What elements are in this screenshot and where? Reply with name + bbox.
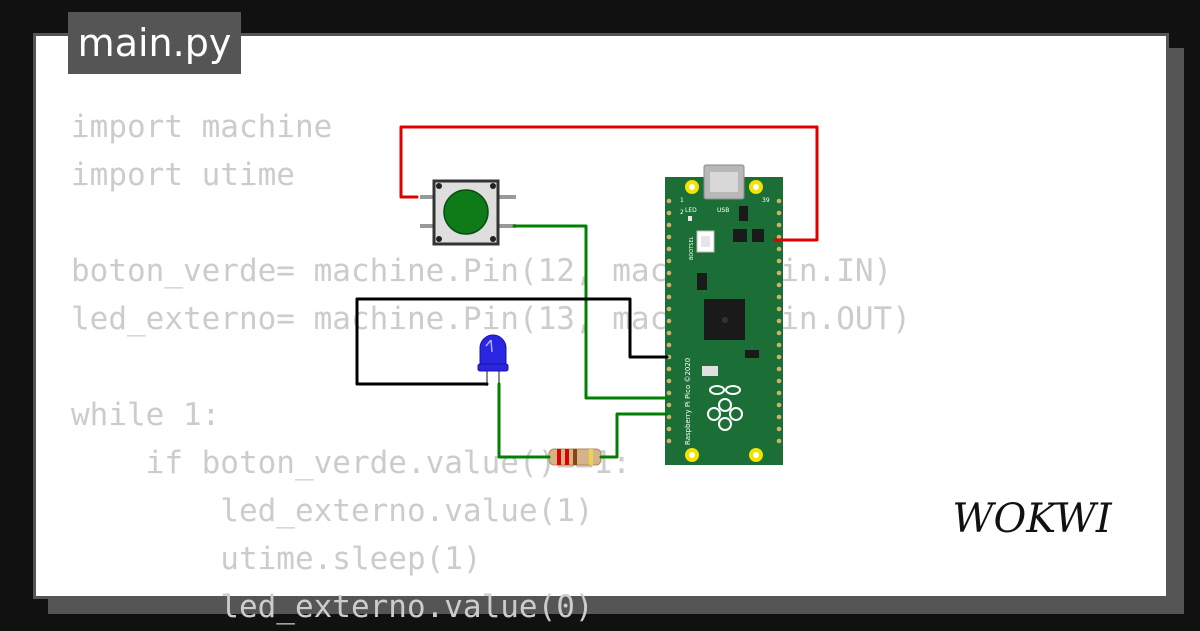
blue-led[interactable] bbox=[477, 334, 509, 386]
wires bbox=[355, 125, 819, 459]
resistor[interactable] bbox=[548, 448, 602, 466]
raspberry-logo-icon bbox=[707, 385, 743, 431]
file-tab[interactable]: main.py bbox=[68, 12, 241, 74]
code-line: led_externo= machine.Pin(13, machine.Pin… bbox=[71, 301, 911, 337]
code-line: led_externo.value(0) bbox=[71, 589, 594, 625]
code-line: utime.sleep(1) bbox=[71, 541, 482, 577]
led-label: LED bbox=[685, 207, 697, 214]
bootsel-label: BOOTSEL bbox=[689, 236, 695, 260]
code-line: import machine bbox=[71, 109, 333, 145]
pin-39-label: 39 bbox=[762, 197, 770, 204]
green-wire-button[interactable] bbox=[512, 224, 669, 400]
pin-row-left bbox=[666, 198, 672, 444]
code-line: led_externo.value(1) bbox=[71, 493, 594, 529]
green-wire-resistor[interactable] bbox=[599, 412, 669, 459]
button-cap[interactable] bbox=[443, 189, 489, 235]
pin-1-label: 1 bbox=[680, 197, 684, 204]
onboard-led bbox=[688, 216, 692, 221]
mounting-holes bbox=[685, 180, 763, 462]
board-label: Raspberry Pi Pico ©2020 bbox=[684, 358, 692, 445]
green-wire-led[interactable] bbox=[497, 382, 551, 459]
pushbutton[interactable] bbox=[420, 179, 516, 246]
wokwi-logo-text: WOKWI bbox=[952, 496, 1112, 542]
code-line: while 1: bbox=[71, 397, 221, 433]
usb-label: USB bbox=[717, 207, 729, 214]
pin-row-right bbox=[776, 198, 782, 444]
code-line: import utime bbox=[71, 157, 295, 193]
black-wire[interactable] bbox=[355, 297, 669, 386]
pico-board[interactable]: 1 2 39 USB LED BOOTSEL Raspberry Pi Pico… bbox=[665, 164, 783, 465]
red-wire[interactable] bbox=[399, 125, 819, 242]
pin-2-label: 2 bbox=[680, 209, 684, 216]
wokwi-logo: WOKWI bbox=[952, 496, 1112, 542]
